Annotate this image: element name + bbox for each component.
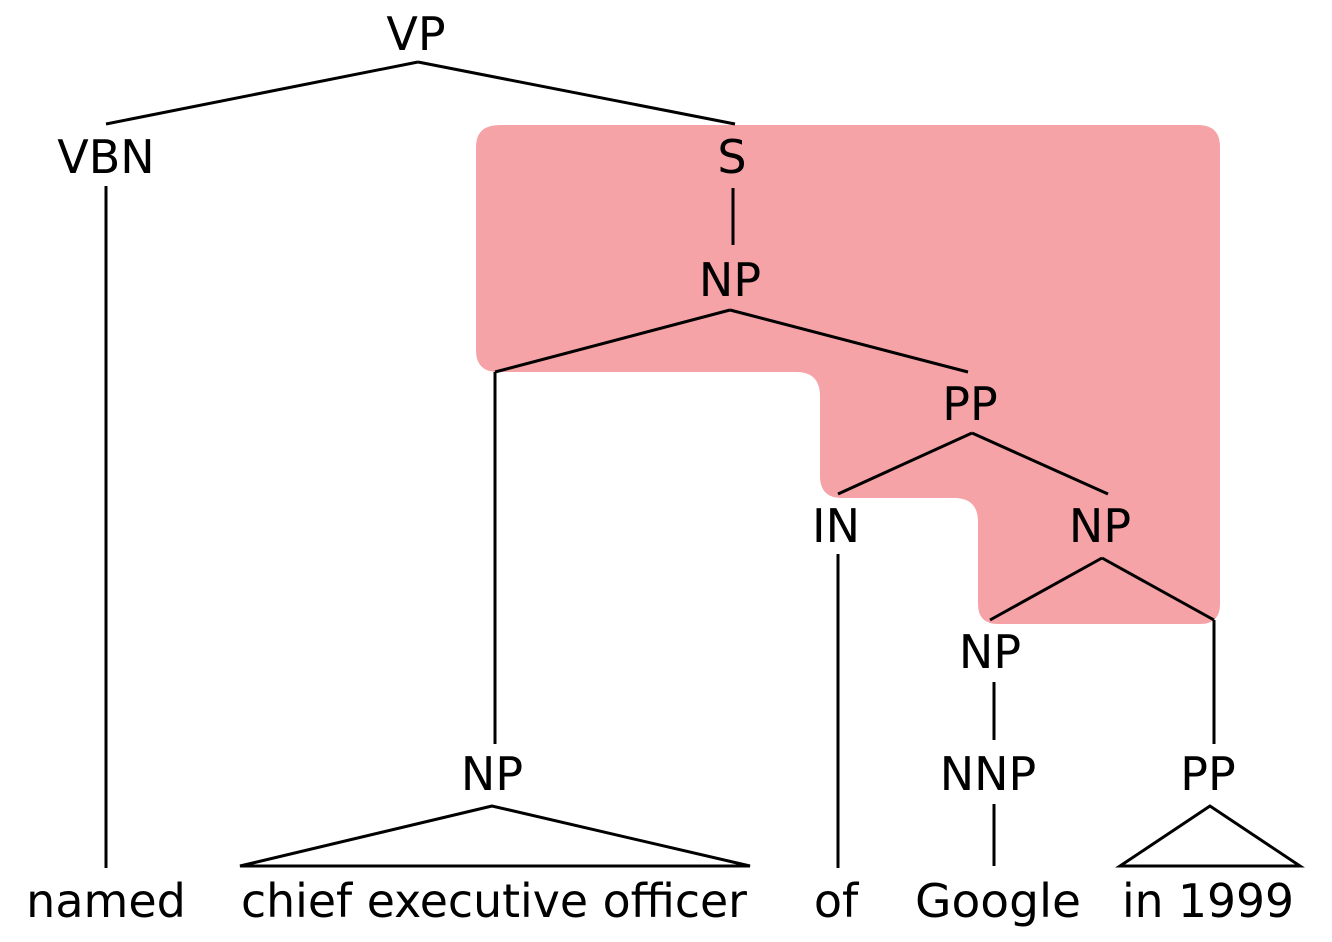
tree-edges bbox=[104, 60, 1305, 868]
node-nnp: NNP bbox=[940, 747, 1037, 801]
word-named: named bbox=[26, 874, 186, 928]
tree-node-labels: VP VBN S NP PP IN NP NP NP NNP PP bbox=[57, 7, 1235, 801]
node-vbn: VBN bbox=[57, 130, 154, 184]
node-pp-mid: PP bbox=[942, 377, 997, 431]
node-vp: VP bbox=[386, 7, 445, 61]
word-of: of bbox=[814, 874, 860, 928]
word-in1999: in 1999 bbox=[1122, 874, 1294, 928]
edge-pp-in bbox=[837, 431, 973, 496]
node-s: S bbox=[717, 130, 746, 184]
node-np-top: NP bbox=[699, 253, 761, 307]
edge-np-pp bbox=[729, 308, 969, 374]
triangle-pp-in1999 bbox=[1115, 804, 1305, 868]
word-google: Google bbox=[915, 874, 1081, 928]
node-np-right: NP bbox=[1069, 499, 1131, 553]
node-pp-bottom: PP bbox=[1180, 747, 1235, 801]
node-np-inner: NP bbox=[959, 625, 1021, 679]
triangle-np-ceo bbox=[239, 804, 751, 868]
edge-np-npleft bbox=[494, 308, 731, 374]
edge-pp-np bbox=[971, 431, 1109, 496]
highlighted-subtree-region bbox=[476, 125, 1220, 624]
word-ceo: chief executive officer bbox=[241, 874, 747, 928]
edge-np-npinner bbox=[989, 556, 1103, 622]
tree-leaf-words: named chief executive officer of Google … bbox=[26, 874, 1294, 928]
node-np-left: NP bbox=[461, 747, 523, 801]
edge-vp-s bbox=[417, 60, 736, 126]
edge-np-ppbottom bbox=[1101, 556, 1215, 622]
edge-vp-vbn bbox=[105, 60, 419, 126]
node-in: IN bbox=[812, 499, 860, 553]
